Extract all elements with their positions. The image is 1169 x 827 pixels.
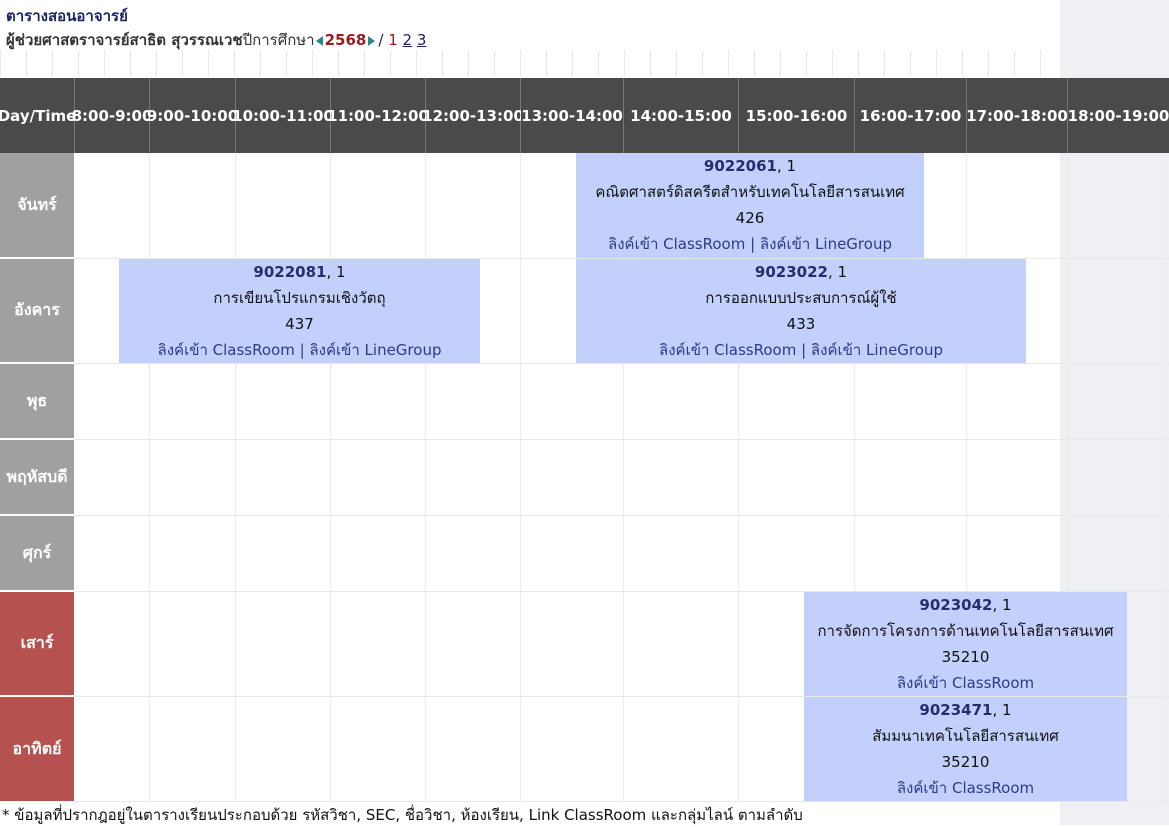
prev-year-arrow-icon[interactable]	[315, 35, 323, 46]
grid-line	[74, 801, 1169, 802]
header-slot-12: 12:00-13:00	[422, 78, 524, 153]
course-code: 9023042	[919, 596, 993, 614]
course-name: คณิตศาสตร์ดิสครีตสำหรับเทคโนโลยีสารสนเทศ	[595, 183, 905, 201]
term-separator: /	[378, 31, 384, 49]
year-label: ปีการศึกษา	[242, 31, 315, 49]
grid-line	[74, 363, 1169, 364]
grid-line	[854, 153, 855, 801]
subtitle: ผู้ช่วยศาสตราจารย์สาธิต สุวรรณเวชปีการศึ…	[6, 28, 426, 52]
course-block: 9023471, 1 สัมมนาเทคโนโลยีสารสนเทศ 35210…	[804, 697, 1127, 801]
grid-line	[1067, 153, 1068, 801]
course-sec: , 1	[992, 701, 1012, 719]
link-separator: |	[745, 235, 760, 253]
course-code: 9023022	[754, 263, 828, 281]
header-slot-13: 13:00-14:00	[521, 78, 624, 153]
course-sec: , 1	[326, 263, 346, 281]
classroom-link[interactable]: ลิงค์เข้า ClassRoom	[157, 341, 295, 359]
course-name: การจัดการโครงการด้านเทคโนโลยีสารสนเทศ	[817, 622, 1114, 640]
grid-line	[149, 153, 150, 801]
grid-line	[425, 153, 426, 801]
day-label-sunday: อาทิตย์	[0, 697, 74, 801]
header-slot-10: 10:00-11:00	[232, 78, 334, 153]
grid-line	[1167, 153, 1168, 801]
linegroup-link[interactable]: ลิงค์เข้า LineGroup	[810, 341, 943, 359]
course-sec: , 1	[827, 263, 848, 281]
year-value: 2568	[324, 31, 367, 49]
header-slot-18: 18:00-19:00	[1068, 78, 1169, 153]
classroom-link[interactable]: ลิงค์เข้า ClassRoom	[659, 341, 797, 359]
course-room: 433	[786, 315, 816, 333]
header-slot-9: 9:00-10:00	[147, 78, 238, 153]
header-slot-11: 11:00-12:00	[327, 78, 429, 153]
day-label-friday: ศุกร์	[0, 516, 74, 592]
course-sec: , 1	[776, 157, 797, 175]
grid-line	[74, 515, 1169, 516]
course-code: 9022081	[253, 263, 327, 281]
grid-line	[330, 153, 331, 801]
day-label-saturday: เสาร์	[0, 592, 74, 697]
day-label-wednesday: พุธ	[0, 364, 74, 440]
grid-line	[74, 591, 1169, 592]
linegroup-link[interactable]: ลิงค์เข้า LineGroup	[309, 341, 442, 359]
header-slot-16: 16:00-17:00	[855, 78, 967, 153]
header-slot-8: 8:00-9:00	[72, 78, 152, 153]
term-current: 1	[388, 31, 398, 49]
grid-line	[74, 439, 1169, 440]
header-slot-14: 14:00-15:00	[624, 78, 739, 153]
grid-line	[738, 153, 739, 801]
page-title: ตารางสอนอาจารย์	[6, 7, 128, 25]
day-label-monday: จันทร์	[0, 153, 74, 259]
grid-line	[966, 153, 967, 801]
grid-line	[623, 153, 624, 801]
course-name: การออกแบบประสบการณ์ผู้ใช้	[705, 289, 897, 307]
instructor-name: ผู้ช่วยศาสตราจารย์สาธิต สุวรรณเวช	[6, 31, 243, 49]
day-label-tuesday: อังคาร	[0, 259, 74, 364]
course-name: สัมมนาเทคโนโลยีสารสนเทศ	[872, 727, 1059, 745]
footnote: * ข้อมูลที่ปรากฎอยู่ในตารางเรียนประกอบด้…	[2, 806, 803, 824]
course-code: 9023471	[919, 701, 993, 719]
course-code: 9022061	[703, 157, 777, 175]
linegroup-link[interactable]: ลิงค์เข้า LineGroup	[759, 235, 892, 253]
grid-line	[520, 153, 521, 801]
course-block: 9023022, 1 การออกแบบประสบการณ์ผู้ใช้ 433…	[576, 259, 1026, 363]
course-sec: , 1	[992, 596, 1012, 614]
grid-line	[74, 696, 1169, 697]
course-room: 437	[285, 315, 314, 333]
day-label-thursday: พฤหัสบดี	[0, 440, 74, 516]
decorative-grid	[0, 50, 1060, 76]
grid-line	[74, 258, 1169, 259]
grid-line	[235, 153, 236, 801]
header-slot-17: 17:00-18:00	[966, 78, 1068, 153]
classroom-link[interactable]: ลิงค์เข้า ClassRoom	[608, 235, 746, 253]
course-block: 9023042, 1 การจัดการโครงการด้านเทคโนโลยี…	[804, 592, 1127, 696]
link-separator: |	[796, 341, 811, 359]
course-block: 9022081, 1 การเขียนโปรแกรมเชิงวัตถุ 437 …	[119, 259, 480, 363]
classroom-link[interactable]: ลิงค์เข้า ClassRoom	[896, 779, 1035, 797]
course-name: การเขียนโปรแกรมเชิงวัตถุ	[213, 289, 386, 307]
link-separator: |	[294, 341, 310, 359]
course-room: 35210	[941, 753, 990, 771]
course-block: 9022061, 1 คณิตศาสตร์ดิสครีตสำหรับเทคโนโ…	[576, 153, 924, 258]
header-day-time: Day/Time	[0, 78, 76, 153]
classroom-link[interactable]: ลิงค์เข้า ClassRoom	[896, 674, 1035, 692]
term-link-3[interactable]: 3	[416, 31, 427, 49]
course-room: 35210	[941, 648, 990, 666]
header-slot-15: 15:00-16:00	[739, 78, 855, 153]
course-room: 426	[735, 209, 765, 227]
next-year-arrow-icon[interactable]	[368, 35, 376, 46]
term-link-2[interactable]: 2	[402, 31, 413, 49]
